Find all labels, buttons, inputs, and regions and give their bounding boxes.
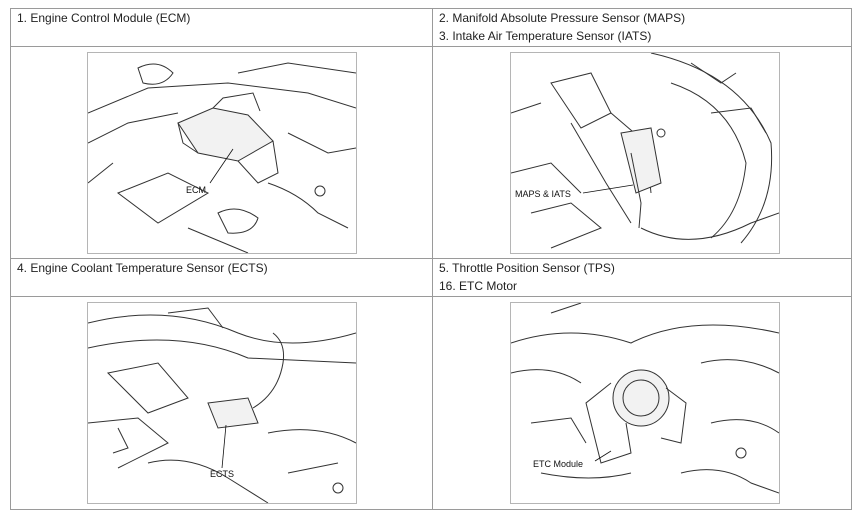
row-divider [11, 258, 851, 259]
ects-illustration: ECTS [87, 302, 357, 504]
ecm-drawing: ECM [88, 62, 356, 253]
ecm-illustration: ECM [87, 52, 357, 254]
cell-title: 4. Engine Coolant Temperature Sensor (EC… [17, 261, 268, 275]
cell-title: 1. Engine Control Module (ECM) [17, 11, 191, 25]
component-location-table: 1. Engine Control Module (ECM) [10, 8, 852, 510]
ecm-callout: ECM [186, 185, 206, 195]
maps-iats-drawing: MAPS & IATS [511, 53, 779, 249]
maps-iats-illustration: MAPS & IATS [510, 52, 780, 254]
etc-module-callout: ETC Module [533, 459, 583, 469]
column-divider [432, 9, 433, 509]
cell-title: 2. Manifold Absolute Pressure Sensor (MA… [439, 11, 686, 25]
tps-etc-illustration: ETC Module [510, 302, 780, 504]
ects-drawing: ECTS [88, 307, 356, 503]
ects-callout: ECTS [210, 469, 234, 479]
tps-etc-drawing: ETC Module [511, 303, 779, 494]
maps-iats-callout: MAPS & IATS [515, 189, 571, 199]
row-divider [11, 296, 851, 297]
cell-title: 3. Intake Air Temperature Sensor (IATS) [439, 29, 652, 43]
cell-title: 5. Throttle Position Sensor (TPS) [439, 261, 615, 275]
row-divider [11, 46, 851, 47]
cell-title: 16. ETC Motor [439, 279, 518, 293]
